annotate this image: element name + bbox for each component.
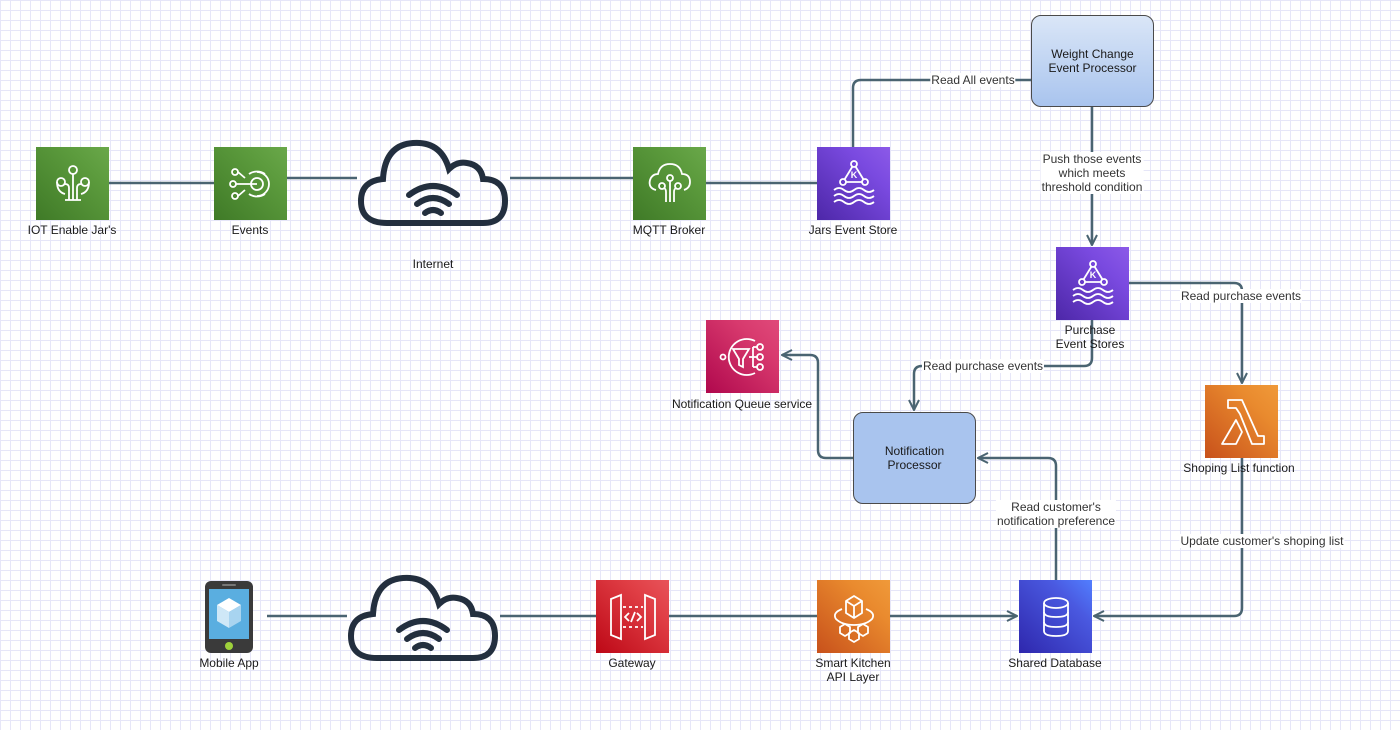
gateway-node[interactable] bbox=[596, 580, 669, 653]
notification-queue-label: Notification Queue service bbox=[671, 397, 813, 411]
api-layer-icon bbox=[833, 594, 874, 643]
notif-proc-line1: Notification bbox=[884, 444, 945, 458]
iot-jar-node[interactable] bbox=[36, 147, 109, 220]
edge-label-read-purchase-right: Read purchase events bbox=[1179, 289, 1303, 303]
edge-label-read-preference: Read customer's notification preference bbox=[995, 500, 1117, 528]
mobile-phone-icon[interactable] bbox=[204, 580, 254, 654]
api-layer-line2: API Layer bbox=[826, 670, 880, 684]
internet-top-label: Internet bbox=[412, 257, 454, 271]
jars-event-store-label: Jars Event Store bbox=[808, 223, 898, 237]
gateway-label: Gateway bbox=[608, 656, 656, 670]
purchase-event-stores-node[interactable]: K bbox=[1056, 247, 1129, 320]
pref-line1: Read customer's bbox=[1011, 500, 1101, 514]
purchase-line1: Purchase bbox=[1064, 323, 1116, 337]
shopping-list-function-label: Shoping List function bbox=[1183, 461, 1295, 475]
iot-core-icon bbox=[648, 162, 691, 202]
sns-icon bbox=[719, 337, 764, 376]
shared-database-label: Shared Database bbox=[1008, 656, 1102, 670]
shopping-list-function-node[interactable] bbox=[1205, 385, 1278, 458]
svg-text:K: K bbox=[850, 170, 857, 180]
weight-proc-line2: Event Processor bbox=[1048, 61, 1137, 75]
purchase-event-stores-label: Purchase Event Stores bbox=[1056, 323, 1125, 351]
iot-events-icon bbox=[228, 167, 270, 200]
api-layer-label: Smart Kitchen API Layer bbox=[815, 656, 890, 684]
edge-label-push-threshold: Push those events which meets threshold … bbox=[1040, 152, 1144, 194]
edge-label-read-purchase-left: Read purchase events bbox=[921, 359, 1045, 373]
notif-proc-line2: Processor bbox=[887, 458, 942, 472]
api-layer-node[interactable] bbox=[817, 580, 890, 653]
edge-label-read-all: Read All events bbox=[930, 73, 1016, 87]
iot-jar-label: IOT Enable Jar's bbox=[27, 223, 117, 237]
notification-queue-node[interactable] bbox=[706, 320, 779, 393]
edge-db-to-notifproc bbox=[978, 458, 1058, 580]
edge-label-update-list: Update customer's shoping list bbox=[1179, 534, 1345, 548]
svg-text:K: K bbox=[1089, 270, 1096, 280]
kafka-msk-icon: K bbox=[832, 159, 875, 205]
mobile-app-label: Mobile App bbox=[199, 656, 259, 670]
api-layer-line1: Smart Kitchen bbox=[815, 656, 891, 670]
push-line2: which meets bbox=[1058, 166, 1126, 180]
purchase-line2: Event Stores bbox=[1055, 337, 1125, 351]
internet-cloud-icon[interactable] bbox=[347, 570, 500, 664]
lambda-icon bbox=[1220, 398, 1265, 445]
kafka-msk-icon: K bbox=[1071, 259, 1114, 305]
internet-cloud-icon[interactable] bbox=[357, 135, 510, 229]
events-node[interactable] bbox=[214, 147, 287, 220]
events-label: Events bbox=[231, 223, 269, 237]
edge-notifproc-to-queue bbox=[782, 355, 853, 460]
edge-jars-to-weight bbox=[851, 78, 1031, 147]
edge-shopping-to-db bbox=[1094, 458, 1244, 616]
pref-line2: notification preference bbox=[996, 514, 1116, 528]
push-line1: Push those events bbox=[1042, 152, 1142, 166]
mqtt-broker-node[interactable] bbox=[633, 147, 706, 220]
iot-thing-icon bbox=[55, 164, 90, 201]
shared-database-node[interactable] bbox=[1019, 580, 1092, 653]
api-gateway-icon bbox=[609, 593, 656, 640]
database-icon bbox=[1042, 596, 1069, 637]
push-line3: threshold condition bbox=[1041, 180, 1143, 194]
weight-proc-line1: Weight Change bbox=[1051, 47, 1134, 61]
jars-event-store-node[interactable]: K bbox=[817, 147, 890, 220]
mqtt-broker-label: MQTT Broker bbox=[632, 223, 706, 237]
